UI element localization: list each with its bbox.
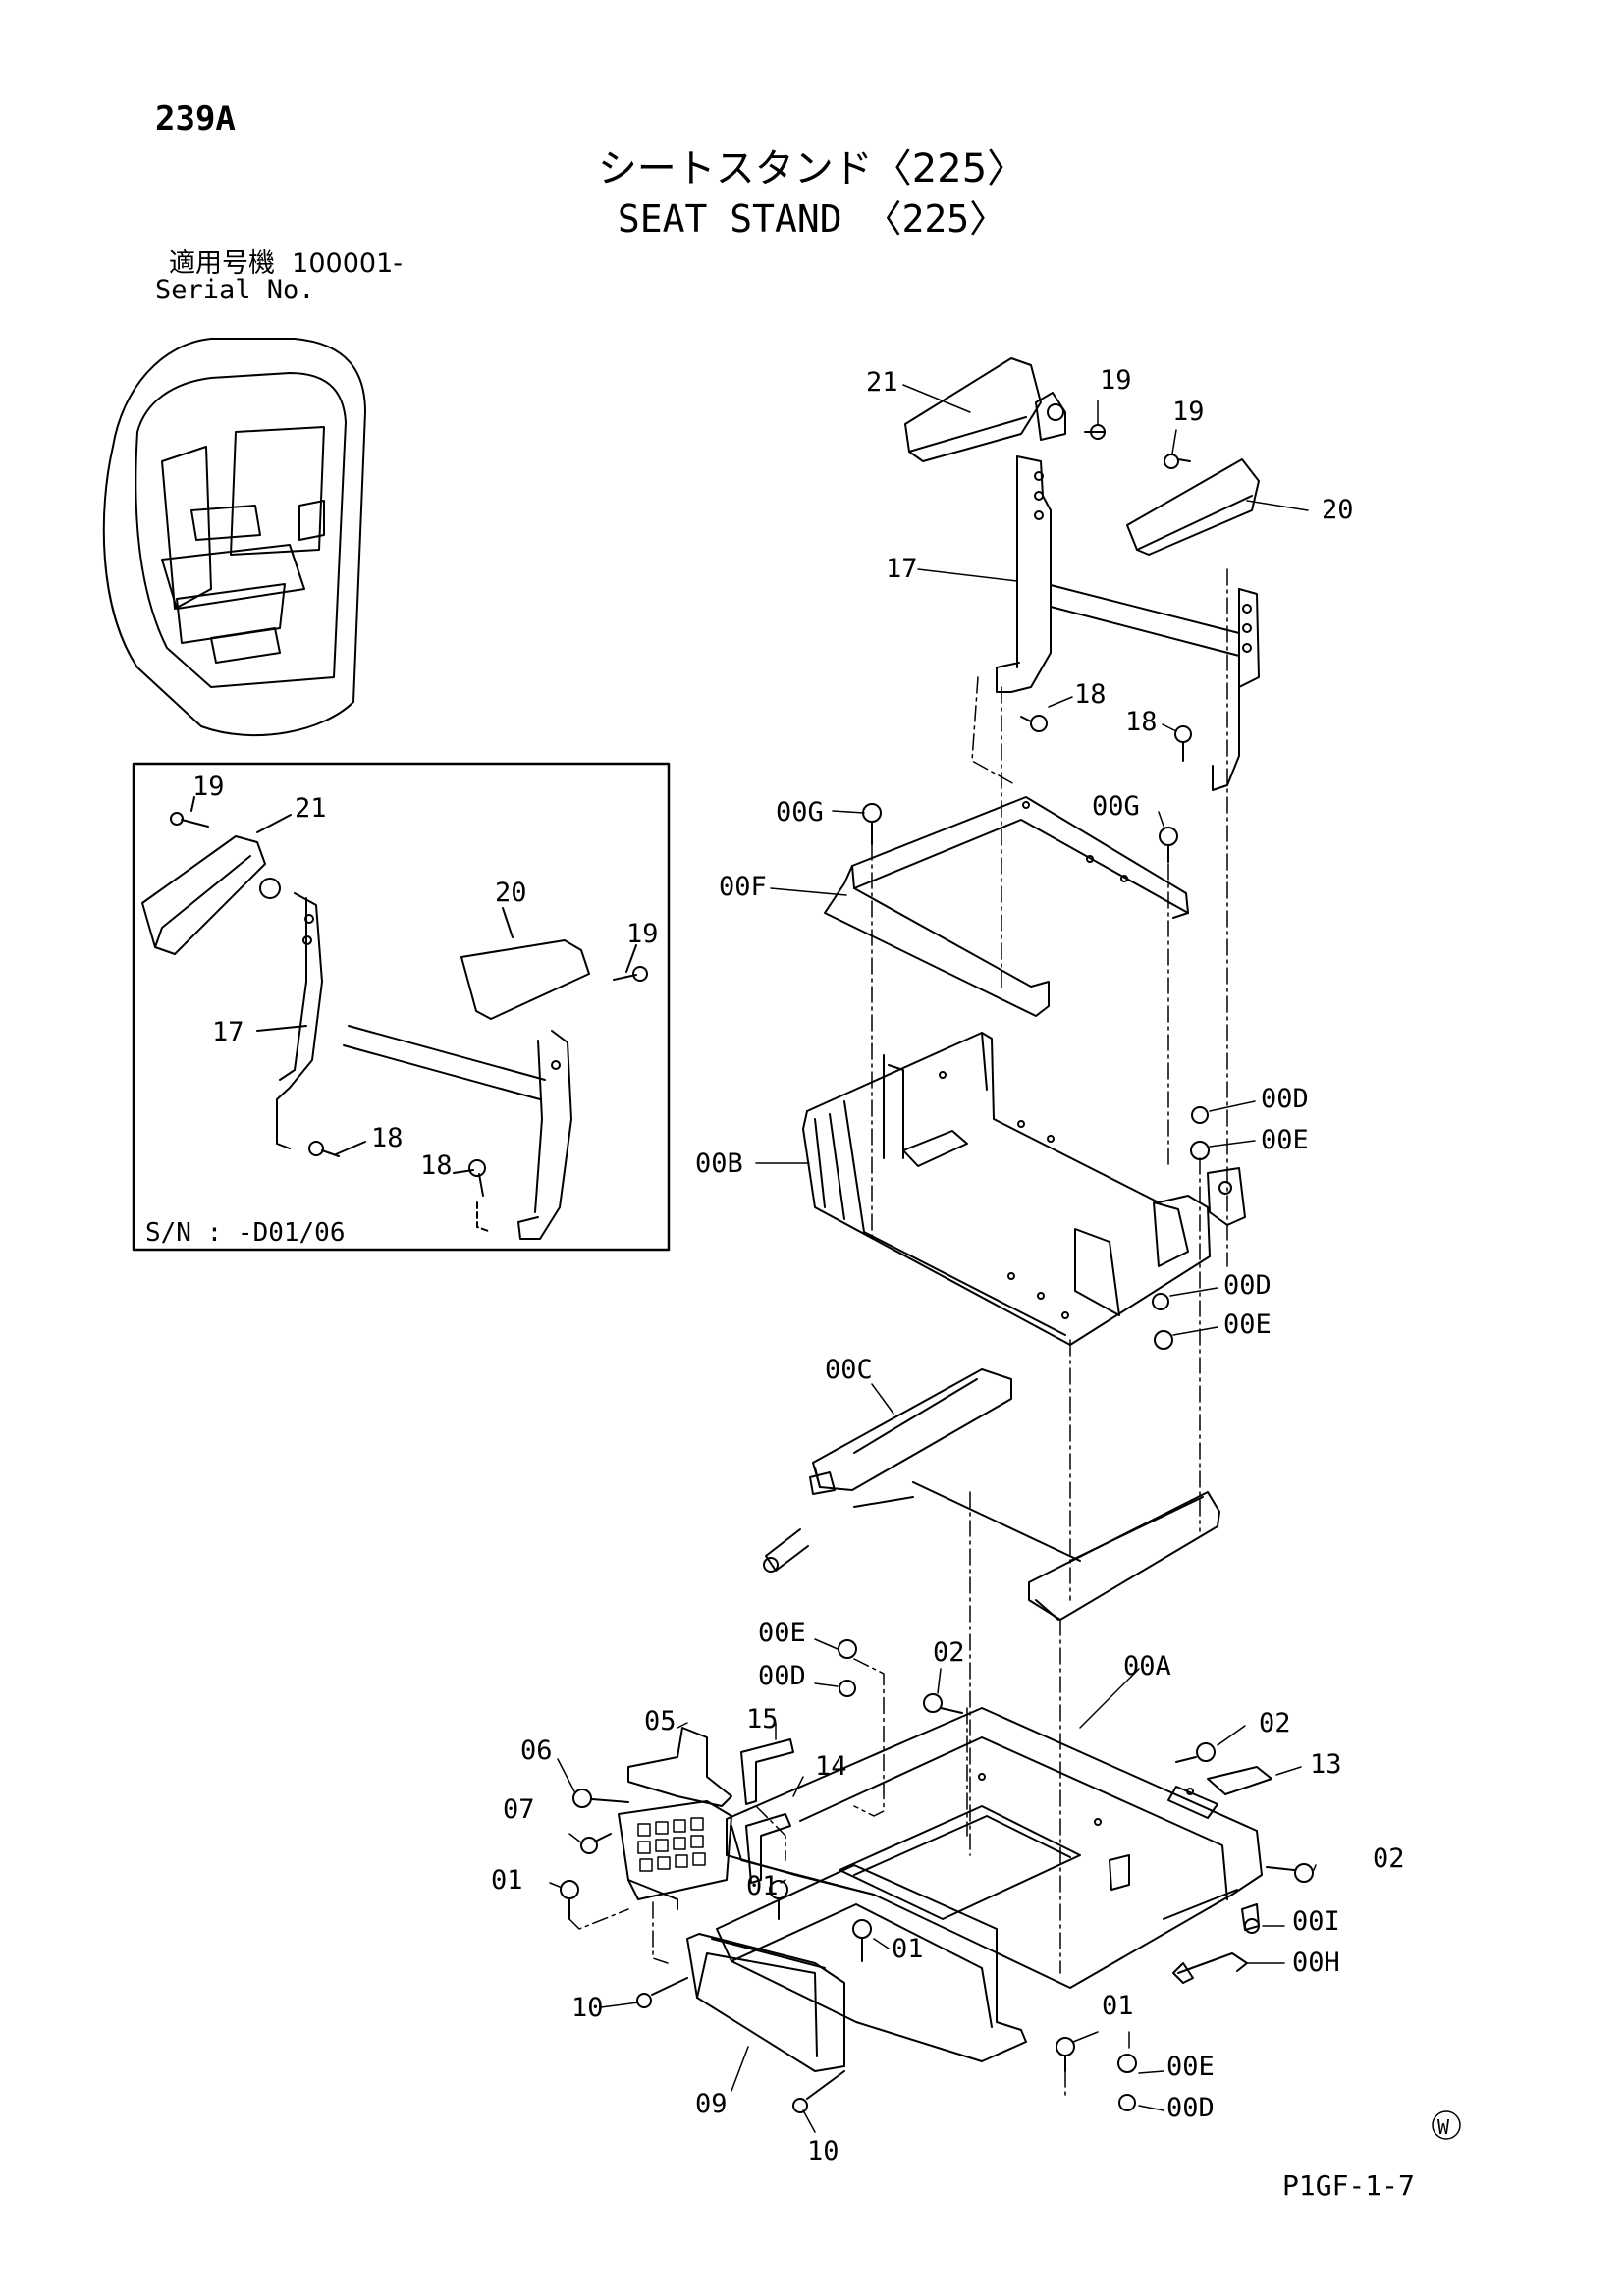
label-part-00D-3: 00D [758,1661,806,1691]
armrest-right-20 [1126,458,1260,556]
title-english: SEAT STAND 〈225〉 [617,197,1007,240]
label-part-00E-2: 00E [1223,1309,1272,1340]
label-part-21: 21 [866,367,898,398]
label-part-00G-b: 00G [1092,791,1140,822]
label-part-00H: 00H [1292,1948,1340,1978]
cab-overview-illustration [102,338,366,737]
label-part-01-d: 01 [1102,1991,1134,2021]
label-part-00D-2: 00D [1223,1270,1272,1301]
page-reference-code: P1GF-1-7 [1282,2169,1415,2202]
inset-label-18a: 18 [371,1123,404,1153]
cover-plate-under [716,1864,1027,2062]
inset-label-17: 17 [212,1017,244,1047]
inset-label-19b: 19 [626,919,659,949]
label-part-02-b: 02 [1259,1708,1291,1738]
label-part-00E-1: 00E [1261,1125,1309,1155]
label-part-01-a: 01 [491,1865,523,1896]
label-part-18a: 18 [1074,679,1107,710]
grille-05-07 [618,1727,732,1910]
cap-13-and-fittings [1172,1766,1272,1984]
base-frame-00B [802,1032,1246,1346]
label-part-14: 14 [815,1751,847,1782]
inset-label-18b: 18 [420,1150,453,1181]
label-part-00E-4: 00E [1166,2052,1215,2082]
inset-frame [132,762,671,1252]
bolts-18-19 [1020,424,1192,762]
label-part-00C: 00C [825,1355,873,1385]
label-part-19a: 19 [1100,365,1132,396]
label-part-00I: 00I [1292,1906,1340,1937]
label-part-00B: 00B [695,1148,743,1179]
slide-rail-00C [763,1368,1220,1621]
label-part-05: 05 [644,1706,677,1736]
inset-label-20: 20 [495,878,527,908]
serial-label-jp: 適用号機 [169,248,275,279]
circled-w-mark: W [1432,2110,1461,2140]
label-part-06: 06 [520,1735,553,1766]
inset-armrest-assembly [141,796,648,1240]
label-part-09: 09 [695,2089,728,2119]
label-part-00F: 00F [719,872,767,902]
label-part-18b: 18 [1125,707,1158,737]
label-part-01-c: 01 [892,1934,924,1964]
armrest-bracket-17 [996,455,1260,791]
armrest-left-21 [904,357,1066,462]
serial-value: 100001- [292,248,403,279]
label-part-13: 13 [1310,1749,1342,1780]
label-part-10-a: 10 [571,1993,604,2023]
inset-serial-note: S/N : -D01/06 [145,1218,346,1248]
small-bolts-01-02-06-10 [560,1693,1314,2113]
label-part-02-a: 02 [933,1637,965,1668]
inset-label-19: 19 [192,772,225,802]
label-part-17: 17 [886,554,918,584]
label-part-00D-4: 00D [1166,2093,1215,2123]
label-part-02-c: 02 [1373,1843,1405,1874]
page-number: 239A [155,99,236,138]
serial-label-en: Serial No. [155,275,315,305]
label-part-00A: 00A [1123,1651,1171,1682]
inset-label-21: 21 [295,793,327,824]
label-part-19b: 19 [1172,397,1205,427]
base-plate-00A [726,1707,1263,1989]
duct-09 [686,1933,845,2072]
brackets-14-15 [740,1738,794,1884]
svg-text:W: W [1437,2115,1450,2139]
label-part-00G-a: 00G [776,797,824,828]
plate-00F [824,796,1189,1017]
label-part-10-b: 10 [807,2136,839,2166]
label-part-20: 20 [1322,495,1354,525]
serial-line-jp: 適用号機 100001- [169,250,403,277]
label-part-00D-1: 00D [1261,1084,1309,1114]
label-part-07: 07 [503,1794,535,1825]
label-part-00E-3: 00E [758,1618,806,1648]
title-japanese: シートスタンド〈225〉 [597,146,1027,191]
label-part-01-b: 01 [746,1871,779,1901]
label-part-15: 15 [746,1704,779,1735]
